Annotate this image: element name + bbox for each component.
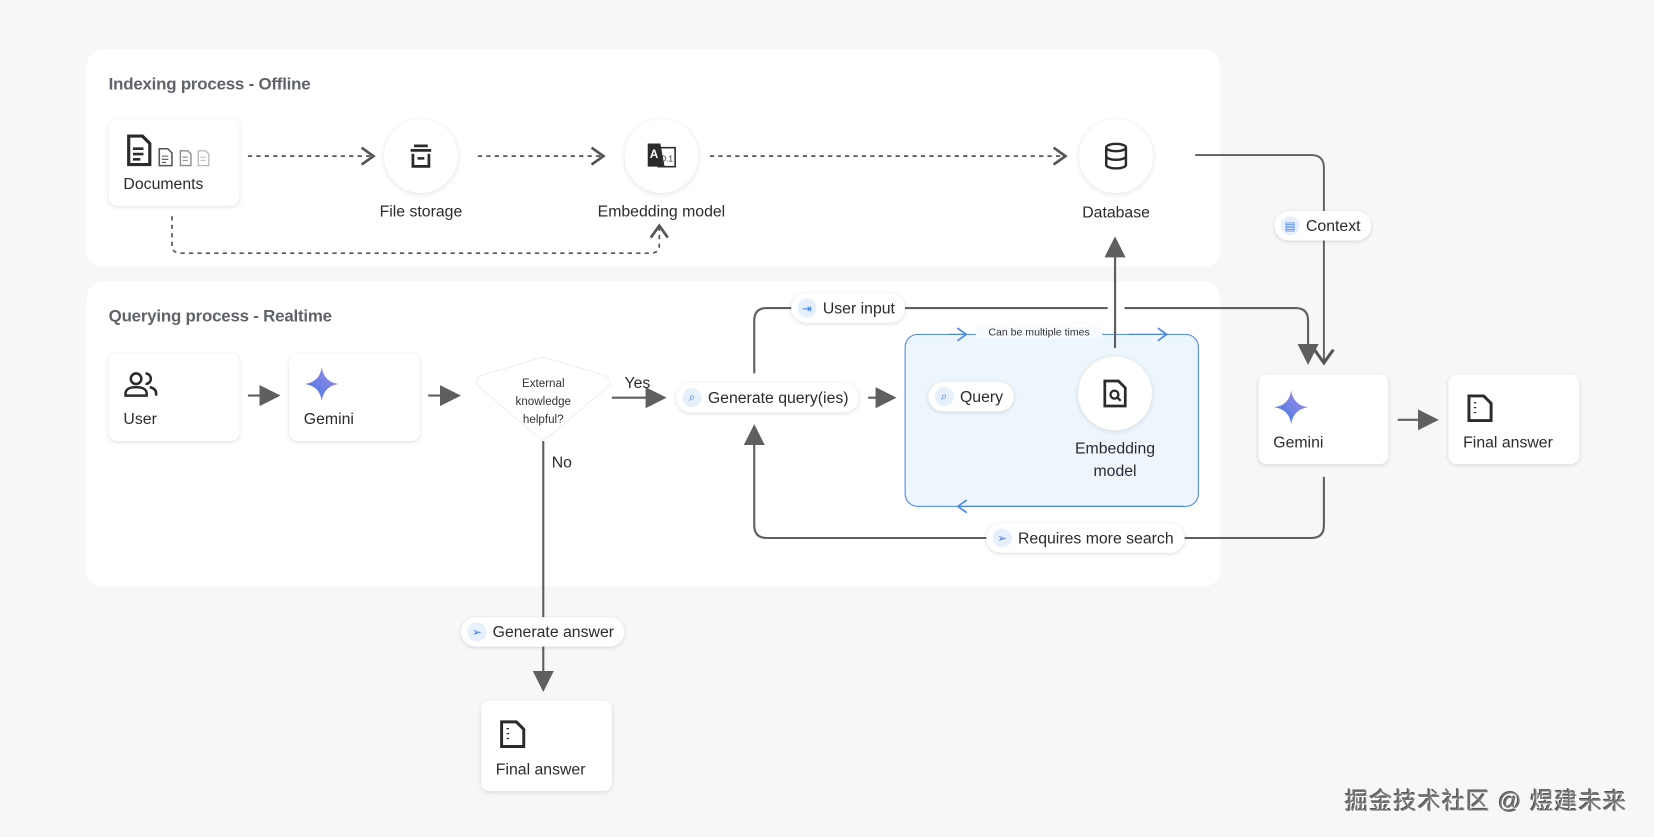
- context-icon: ▤: [1280, 216, 1300, 236]
- yes-label: Yes: [624, 374, 651, 393]
- search-icon: ⌕: [934, 387, 954, 407]
- context-label: Context: [1305, 216, 1361, 235]
- gemini-label-right: Gemini: [1273, 433, 1324, 452]
- decision-diamond: [475, 357, 611, 440]
- embedding-line1: Embedding: [1075, 439, 1156, 458]
- gemini-label: Gemini: [303, 410, 354, 429]
- input-icon: ⇥: [797, 298, 817, 318]
- document-search-icon: [1103, 379, 1127, 408]
- no-label: No: [551, 453, 572, 472]
- final-document-icon: [500, 720, 526, 748]
- database-node: [1079, 119, 1154, 194]
- final-answer-label-bottom: Final answer: [495, 760, 586, 779]
- gemini-sparkle-icon: [1274, 390, 1309, 425]
- generate-queries-label: Generate query(ies): [707, 388, 849, 407]
- file-storage-node: [383, 119, 458, 194]
- final-answer-label-right: Final answer: [1463, 433, 1553, 452]
- decision-label: External knowledge helpful?: [515, 377, 572, 427]
- documents-label: Documents: [123, 175, 204, 194]
- documents-card: Documents: [108, 119, 240, 206]
- arrow-user-input: [753, 306, 1308, 373]
- requires-more-search-label: Requires more search: [1017, 529, 1174, 547]
- user-label: User: [123, 410, 157, 429]
- database-icon: [1105, 142, 1128, 170]
- embedding-line2: model: [1093, 462, 1137, 480]
- svg-text:0.1: 0.1: [661, 153, 673, 163]
- users-icon: [124, 372, 158, 397]
- watermark: 掘金技术社区 @ 煜建未来: [1344, 788, 1628, 815]
- query-pill: ⌕ Query: [928, 381, 1014, 412]
- embedding-model-label: Embedding model: [597, 202, 726, 221]
- generate-answer-pill: ➢ Generate answer: [460, 617, 625, 647]
- final-answer-card-bottom: Final answer: [481, 700, 612, 792]
- loop-label: Can be multiple times: [975, 327, 1103, 339]
- query-label: Query: [959, 387, 1004, 406]
- send-sparkle-icon: ➢: [992, 528, 1012, 548]
- send-icon: ➢: [467, 622, 487, 642]
- user-input-pill: ⇥ User input: [791, 293, 906, 323]
- querying-title: Querying process - Realtime: [108, 308, 332, 326]
- final-document-icon: [1467, 394, 1493, 423]
- svg-text:A: A: [650, 148, 659, 161]
- search-sparkle-icon: ⌕: [682, 388, 702, 408]
- documents-icon: [127, 134, 210, 167]
- gemini-sparkle-icon: [304, 367, 339, 401]
- generate-queries-pill: ⌕ Generate query(ies): [676, 382, 860, 413]
- requires-more-search-pill: ➢ Requires more search: [986, 523, 1185, 553]
- archive-icon: [410, 144, 432, 168]
- gemini-card-right: Gemini: [1258, 374, 1389, 465]
- indexing-title: Indexing process - Offline: [108, 75, 311, 94]
- user-card: User: [108, 353, 240, 441]
- generate-answer-label: Generate answer: [492, 622, 615, 641]
- gemini-card: Gemini: [289, 353, 420, 441]
- translate-embedding-icon: 0.1A: [647, 143, 676, 168]
- file-storage-label: File storage: [379, 202, 463, 221]
- arrow-database-context-gemini: [1195, 154, 1335, 366]
- user-input-label: User input: [822, 299, 895, 317]
- final-answer-card-right: Final answer: [1448, 374, 1580, 465]
- database-label: Database: [1082, 203, 1150, 222]
- context-pill: ▤ Context: [1274, 210, 1372, 241]
- query-embedding-label: Embedding model: [1075, 438, 1155, 482]
- query-embedding-node: [1078, 356, 1152, 431]
